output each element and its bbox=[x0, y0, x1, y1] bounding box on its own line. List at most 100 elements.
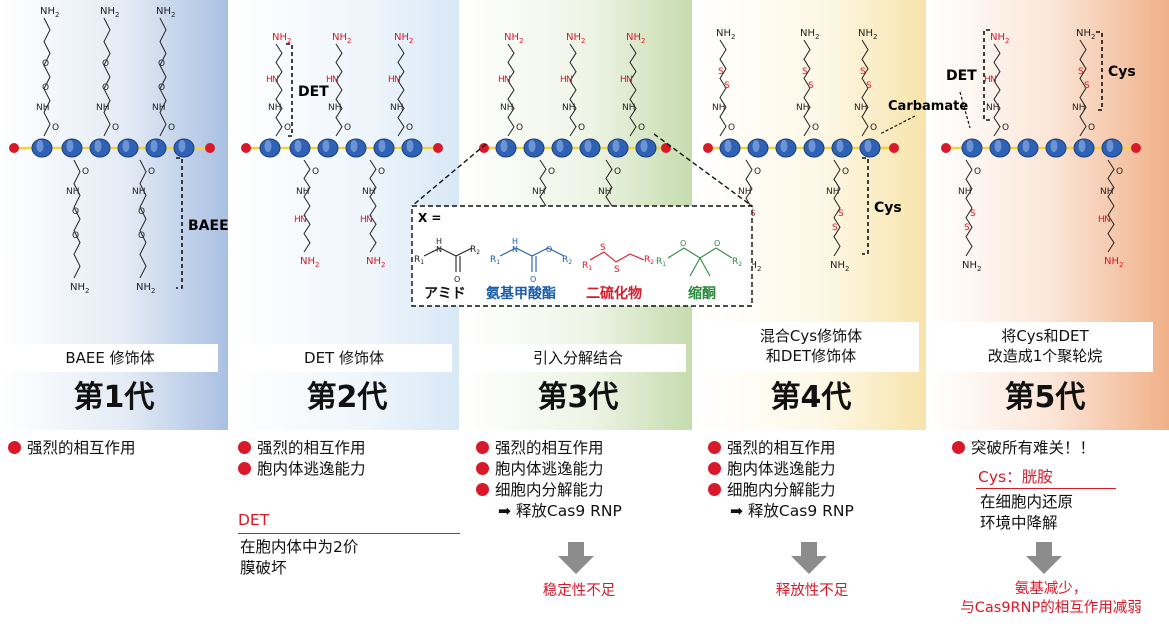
oxygen-label: O bbox=[614, 167, 621, 177]
oxygen-label: O bbox=[72, 207, 79, 217]
ring-highlight bbox=[556, 140, 564, 152]
oxygen-label: O bbox=[548, 167, 555, 177]
sulfur-label: S bbox=[866, 81, 872, 91]
amine-label: NH2 bbox=[300, 256, 319, 269]
side-chain-bond bbox=[629, 43, 637, 137]
oxygen-label: O bbox=[102, 83, 109, 93]
gen5-label-line1: 将Cys和DET bbox=[1001, 327, 1089, 345]
red-dot-icon bbox=[476, 462, 489, 475]
amine-h-label: H bbox=[498, 75, 505, 85]
carbamate-n-label: N bbox=[512, 245, 518, 254]
oxygen-label: O bbox=[1002, 123, 1009, 133]
oxygen-label: O bbox=[378, 167, 385, 177]
red-dot-icon bbox=[476, 441, 489, 454]
gen5-note-rule bbox=[976, 488, 1116, 489]
sulfur-label: S bbox=[1078, 67, 1084, 77]
list-item: 胞内体逃逸能力 bbox=[238, 459, 366, 480]
amide-nh-label: NH bbox=[362, 187, 376, 197]
amine-label: NH2 bbox=[70, 282, 89, 295]
oxygen-label: O bbox=[82, 167, 89, 177]
r-group-label: R2 bbox=[732, 257, 742, 268]
list-item: 细胞内分解能力 bbox=[476, 480, 622, 501]
oxygen-label: O bbox=[158, 59, 165, 69]
side-chain-bond bbox=[833, 159, 841, 257]
baee-label: BAEE bbox=[188, 218, 229, 234]
r-group-label: R1 bbox=[582, 261, 592, 272]
oxygen-label: O bbox=[344, 123, 351, 133]
ring-highlight bbox=[1106, 140, 1114, 152]
list-item: 强烈的相互作用 bbox=[238, 438, 366, 459]
oxygen-label: O bbox=[168, 123, 175, 133]
amine-n-label: N bbox=[566, 75, 573, 85]
sulfur-label: S bbox=[718, 67, 724, 77]
amine-n-label: N bbox=[504, 75, 511, 85]
amine-label: NH2 bbox=[830, 260, 849, 273]
amide-nh-label: NH bbox=[390, 103, 404, 113]
r-group-label: R2 bbox=[562, 255, 572, 266]
oxygen-label: O bbox=[516, 123, 523, 133]
gen5-title: 第5代 bbox=[1004, 380, 1086, 415]
amide-nh-label: NH bbox=[152, 103, 166, 113]
sulfur-label: S bbox=[860, 67, 866, 77]
amine-h-label: H bbox=[266, 75, 273, 85]
cys-bracket-gen4: Cys bbox=[862, 157, 902, 255]
amine-n-label: N bbox=[272, 75, 279, 85]
gen4-bullets: 强烈的相互作用 胞内体逃逸能力 细胞内分解能力 ➡ 释放Cas9 RNP bbox=[708, 438, 854, 522]
amine-label: NH2 bbox=[332, 32, 351, 45]
det-bracket-gen2: DET bbox=[286, 43, 329, 137]
amide-nh-label: NH bbox=[826, 187, 840, 197]
ring-highlight bbox=[780, 140, 788, 152]
oxygen-label: O bbox=[578, 123, 585, 133]
stopper-end bbox=[1131, 143, 1141, 153]
arrow-right-icon: ➡ bbox=[498, 502, 516, 520]
amine-h-label: H bbox=[360, 215, 367, 225]
sulfur-label: S bbox=[750, 209, 756, 219]
sulfur-label: S bbox=[832, 223, 838, 233]
sulfur-label: S bbox=[724, 81, 730, 91]
ring-highlight bbox=[752, 140, 760, 152]
r-group-label: R1 bbox=[414, 255, 424, 266]
gen3-bullets: 强烈的相互作用 胞内体逃逸能力 细胞内分解能力 ➡ 释放Cas9 RNP bbox=[476, 438, 622, 522]
amine-h-label: H bbox=[294, 215, 301, 225]
amine-h-label: H bbox=[560, 75, 567, 85]
gen5-note-body: 在细胞内还原 环境中降解 bbox=[980, 493, 1074, 532]
ring-highlight bbox=[528, 140, 536, 152]
gen3-label: 引入分解结合 bbox=[470, 344, 686, 372]
amide-nh-label: NH bbox=[268, 103, 282, 113]
amide-nh-label: NH bbox=[986, 103, 1000, 113]
oxygen-label: O bbox=[728, 123, 735, 133]
carbamate-label: Carbamate bbox=[888, 99, 968, 114]
amine-label: NH2 bbox=[394, 32, 413, 45]
amide-nh-label: NH bbox=[1100, 187, 1114, 197]
gen3-problem: 稳定性不足 bbox=[542, 583, 616, 599]
side-chain-bond bbox=[139, 159, 147, 279]
list-item: 强烈的相互作用 bbox=[8, 438, 136, 459]
ring-highlight bbox=[836, 140, 844, 152]
gen5-note-head: Cys：胱胺 bbox=[978, 468, 1053, 486]
oxygen-label: O bbox=[72, 231, 79, 241]
side-chain-bond bbox=[103, 17, 111, 137]
amine-n-label: N bbox=[300, 215, 307, 225]
amine-h-label: H bbox=[984, 75, 991, 85]
side-chain-bond bbox=[507, 43, 515, 137]
gen2-note-rule bbox=[238, 533, 460, 534]
list-item: 细胞内分解能力 bbox=[708, 480, 854, 501]
oxygen-label: O bbox=[52, 123, 59, 133]
arrow-right-icon: ➡ bbox=[730, 502, 748, 520]
down-arrow-icon bbox=[791, 542, 827, 574]
amine-label: NH2 bbox=[366, 256, 385, 269]
stopper-end bbox=[205, 143, 215, 153]
legend-ketal: 缩酮 bbox=[688, 285, 716, 302]
red-dot-icon bbox=[708, 462, 721, 475]
gen2-label: DET 修饰体 bbox=[236, 344, 452, 372]
list-item: 胞内体逃逸能力 bbox=[708, 459, 854, 480]
amine-label: NH2 bbox=[1076, 28, 1095, 41]
oxygen-label: O bbox=[714, 239, 720, 248]
oxygen-label: O bbox=[112, 123, 119, 133]
ring-highlight bbox=[178, 140, 186, 152]
gen3-title: 第3代 bbox=[537, 380, 619, 415]
amide-nh-label: NH bbox=[854, 103, 868, 113]
oxygen-label: O bbox=[138, 207, 145, 217]
x-equals-label: X = bbox=[418, 211, 441, 225]
